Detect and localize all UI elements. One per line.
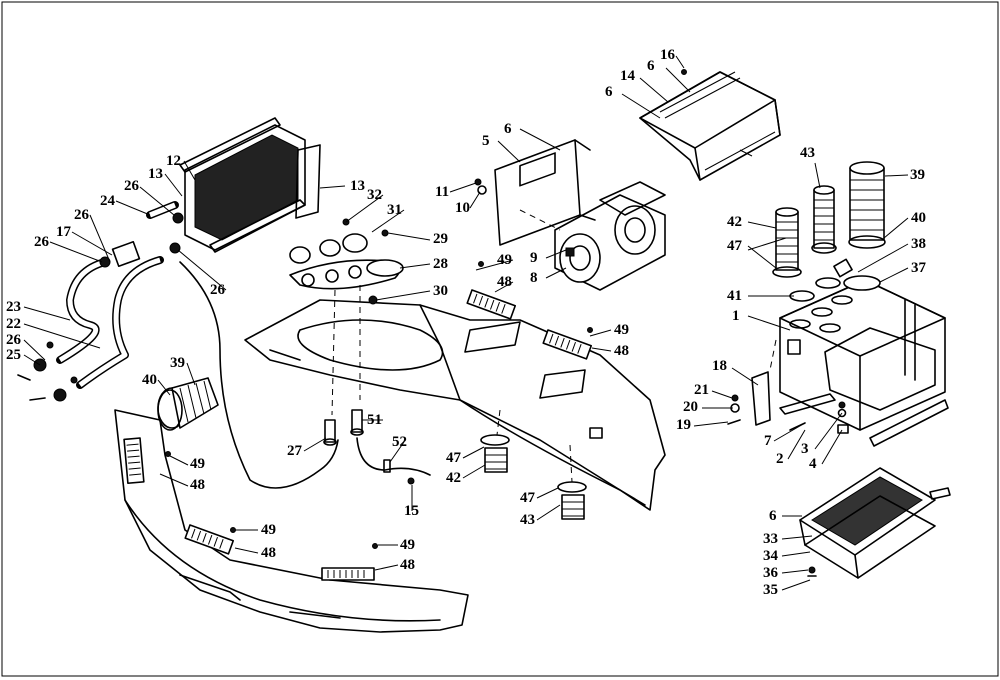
callout-c13: 1 — [732, 308, 740, 324]
callout-c52: 22 — [6, 316, 21, 332]
hoses — [17, 201, 184, 402]
callout-c43: 17 — [56, 224, 72, 240]
callout-c48: 29 — [433, 231, 448, 247]
flex-duct-left — [157, 377, 219, 431]
callout-c32: 8 — [530, 270, 538, 286]
bracket-assembly — [727, 339, 849, 434]
callout-c14: 18 — [712, 358, 727, 374]
callout-c31: 9 — [530, 250, 538, 266]
callout-c7: 42 — [727, 214, 742, 230]
callout-c69: 49 — [400, 537, 415, 553]
callout-c49: 28 — [433, 256, 448, 272]
callout-c50: 30 — [433, 283, 448, 299]
dash-panel — [244, 299, 666, 511]
lower-front-panel — [114, 409, 469, 633]
callout-c15: 21 — [694, 382, 709, 398]
callout-c41: 24 — [100, 193, 116, 209]
callout-c36: 48 — [614, 343, 629, 359]
control-knobs — [289, 218, 404, 416]
callout-c34: 48 — [497, 274, 512, 290]
callout-c40: 26 — [124, 178, 140, 194]
callout-c28: 5 — [482, 133, 490, 149]
callout-c44: 26 — [34, 234, 50, 250]
callout-c25: 36 — [763, 565, 779, 581]
callout-c21: 4 — [809, 456, 817, 472]
callout-c63: 47 — [446, 450, 462, 466]
callout-c37: 12 — [166, 153, 181, 169]
callout-c56: 40 — [142, 372, 157, 388]
callout-c27: 6 — [504, 121, 512, 137]
callout-c58: 48 — [190, 477, 205, 493]
leader-lines — [23, 55, 909, 591]
callout-c9: 47 — [727, 238, 743, 254]
callout-c10: 38 — [911, 236, 926, 252]
callout-c68: 48 — [261, 545, 276, 561]
callout-c47: 31 — [387, 202, 402, 218]
callout-c42: 26 — [74, 207, 90, 223]
duct-tubes-right — [772, 161, 886, 278]
callout-c19: 2 — [776, 451, 784, 467]
top-cover-panel — [639, 71, 781, 181]
callout-c29: 11 — [435, 184, 449, 200]
callout-c55: 39 — [170, 355, 185, 371]
vent-grilles — [123, 289, 593, 581]
wire-harness — [179, 261, 339, 489]
callout-c33: 49 — [497, 252, 512, 268]
callout-c54: 25 — [6, 347, 21, 363]
duct-tubes-bottom — [480, 409, 587, 520]
filter-element — [799, 467, 951, 579]
callout-c67: 49 — [261, 522, 276, 538]
callout-c30: 10 — [455, 200, 470, 216]
callout-c61: 52 — [392, 434, 407, 450]
callout-c22: 6 — [769, 508, 777, 524]
callout-labels: 16 6 14 6 43 39 42 40 47 38 37 41 1 18 2… — [6, 47, 927, 598]
callout-c24: 34 — [763, 548, 779, 564]
callout-c53: 26 — [6, 332, 22, 348]
sensors — [323, 409, 431, 485]
callout-c1: 16 — [660, 47, 676, 63]
callout-c12: 41 — [727, 288, 742, 304]
callout-c35: 49 — [614, 322, 629, 338]
callout-c3: 14 — [620, 68, 636, 84]
callout-c64: 42 — [446, 470, 461, 486]
callout-c59: 27 — [287, 443, 303, 459]
callout-c39: 13 — [350, 178, 365, 194]
callout-c5: 43 — [800, 145, 815, 161]
bolt-markers — [165, 69, 687, 549]
callout-c17: 19 — [676, 417, 691, 433]
callout-c11: 37 — [911, 260, 927, 276]
mounting-plate — [474, 139, 596, 246]
heater-core — [179, 117, 321, 253]
callout-c23: 33 — [763, 531, 778, 547]
callout-c45: 26 — [210, 282, 226, 298]
callout-c18: 7 — [764, 433, 772, 449]
callout-c2: 6 — [647, 58, 655, 74]
blower-unit — [554, 181, 666, 291]
callout-c26: 35 — [763, 582, 778, 598]
callout-c66: 43 — [520, 512, 535, 528]
callout-c16: 20 — [683, 399, 698, 415]
callout-c51: 23 — [6, 299, 21, 315]
callout-c38: 13 — [148, 166, 163, 182]
callout-c57: 49 — [190, 456, 205, 472]
callout-c65: 47 — [520, 490, 536, 506]
callout-c8: 40 — [911, 210, 926, 226]
callout-c4: 6 — [605, 84, 613, 100]
callout-c6: 39 — [910, 167, 925, 183]
evaporator-housing — [779, 275, 949, 447]
callout-c20: 3 — [801, 441, 809, 457]
callout-c70: 48 — [400, 557, 415, 573]
